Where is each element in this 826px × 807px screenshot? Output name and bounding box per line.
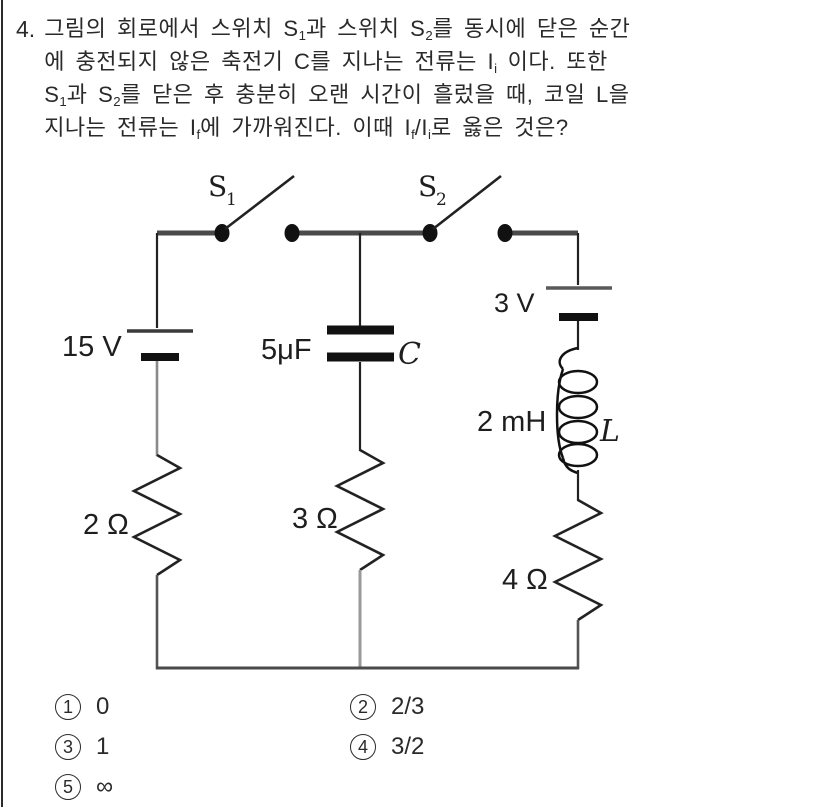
capacitor-symbol (327, 325, 394, 362)
switch-s1-contact-right (284, 224, 300, 242)
resistor-2ohm-symbol (131, 453, 183, 577)
choice-5[interactable]: 5 ∞ (55, 773, 113, 801)
choice-2-value: 2/3 (391, 693, 425, 720)
choice-5-value: ∞ (96, 773, 114, 800)
battery-left-label: 15 V (62, 331, 122, 363)
page-left-border (1, 0, 3, 807)
switch-s1 (214, 174, 300, 242)
middle-branch (327, 233, 394, 669)
switch-s2-contact-right (497, 224, 513, 242)
switch2-label-sub: 2 (436, 190, 447, 210)
switch2-label: S (418, 170, 437, 203)
resistor-middle-label: 3 Ω (292, 503, 338, 535)
switch1-label: S (208, 170, 227, 203)
battery-15v-symbol (127, 329, 193, 361)
question-line-4: 지나는 전류는 If에 가까워진다. 이때 If/Ii로 옳은 것은? (44, 115, 569, 142)
question-line-3: S1과 S2를 닫은 후 충분히 오랜 시간이 흘렀을 때, 코일 L을 (44, 82, 630, 109)
inductor-loop (557, 394, 599, 420)
battery-right-label: 3 V (494, 288, 535, 318)
inductor-loop (557, 419, 599, 445)
choice-3[interactable]: 3 1 (55, 733, 109, 761)
inductor-loop (557, 442, 599, 468)
inductor-symbol (555, 346, 599, 475)
capacitor-value-label: 5μF (261, 334, 312, 366)
capacitor-name-label: C (398, 337, 421, 372)
resistor-3ohm-symbol (334, 448, 386, 572)
question-line-1: 그림의 회로에서 스위치 S1과 스위치 S2를 동시에 닫은 순간 (44, 16, 631, 43)
choice-4[interactable]: 4 3/2 (350, 733, 424, 761)
inductor-value-label: 2 mH (477, 406, 546, 438)
question-number: 4. (16, 16, 36, 42)
choice-1-circle[interactable]: 1 (55, 694, 81, 720)
question-text: 그림의 회로에서 스위치 S1과 스위치 S2를 동시에 닫은 순간 에 충전되… (44, 14, 630, 146)
inductor-name-label: L (599, 414, 620, 449)
battery-3v-symbol (546, 286, 612, 321)
resistor-left-label: 2 Ω (83, 509, 129, 541)
right-branch (546, 233, 612, 669)
choice-3-value: 1 (96, 733, 110, 760)
choice-3-circle[interactable]: 3 (55, 734, 81, 760)
question-line-2: 에 충전되지 않은 축전기 C를 지나는 전류는 Ii 이다. 또한 (44, 49, 608, 76)
switch-s2 (422, 174, 513, 242)
resistor-4ohm-symbol (552, 498, 604, 622)
inductor-exit (561, 457, 579, 475)
choice-2[interactable]: 2 2/3 (350, 693, 424, 721)
question-block: 4. 그림의 회로에서 스위치 S1과 스위치 S2를 동시에 닫은 순간 에 … (16, 14, 816, 146)
circuit-diagram: S 1 S 2 15 V 5μF C 3 V 2 mH L 2 Ω 3 Ω 4 … (62, 170, 620, 670)
switch-s2-blade (432, 174, 502, 231)
switch-s1-blade (224, 174, 295, 231)
choice-4-value: 3/2 (391, 733, 425, 760)
inductor-entry (558, 346, 579, 370)
choice-4-circle[interactable]: 4 (350, 734, 376, 760)
resistor-right-label: 4 Ω (502, 564, 548, 596)
choice-1-value: 0 (96, 693, 110, 720)
choice-1[interactable]: 1 0 (55, 693, 109, 721)
choice-2-circle[interactable]: 2 (350, 694, 376, 720)
inductor-loop (557, 369, 599, 395)
left-branch (127, 233, 193, 669)
choice-5-circle[interactable]: 5 (55, 774, 81, 800)
switch1-label-sub: 1 (226, 190, 237, 210)
